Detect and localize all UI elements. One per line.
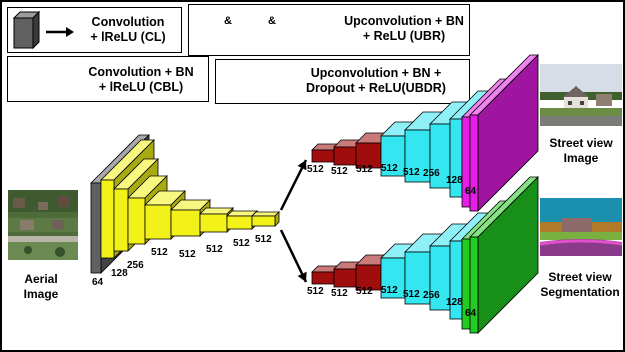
legend-cbl	[7, 56, 209, 102]
segmentation-caption: Street view Segmentation	[540, 270, 620, 299]
arrow-to-top-decoder-icon	[279, 159, 308, 211]
decoder-bottom-block-9	[469, 176, 539, 334]
legend-ubr-label: Upconvolution + BN + ReLU (UBR)	[344, 14, 464, 43]
aerial-caption: Aerial Image	[23, 272, 59, 301]
encoder-block-5	[144, 190, 186, 240]
decoder-bottom-label-8: 64	[465, 308, 477, 319]
segmentation-image	[540, 198, 622, 256]
decoder-bottom-label-2: 512	[331, 288, 348, 299]
decoder-top-label-2: 512	[331, 166, 348, 177]
encoder-block-8	[226, 210, 258, 230]
legend-ubr-amp-2: &	[268, 15, 276, 27]
arrow-to-bottom-decoder-icon	[279, 229, 308, 283]
legend-cl-label: Convolution + lReLU (CL)	[90, 15, 166, 44]
legend-cbl-label: Convolution + BN + lReLU (CBL)	[88, 65, 194, 94]
decoder-bottom-label-6: 256	[423, 290, 440, 301]
decoder-bottom-label-4: 512	[381, 285, 398, 296]
decoder-top-block-9	[469, 54, 539, 212]
aerial-image	[8, 190, 78, 260]
encoder-label-1: 64	[92, 277, 104, 288]
decoder-top-label-5: 512	[403, 167, 420, 178]
decoder-bottom-label-1: 512	[307, 286, 324, 297]
legend-ubr-amp-1: &	[224, 15, 232, 27]
encoder-label-6: 512	[206, 244, 223, 255]
legend-ubdr-label: Upconvolution + BN + Dropout + ReLU(UBDR…	[306, 66, 446, 95]
encoder-label-5: 512	[179, 249, 196, 260]
legend-cl-arrow-icon	[46, 27, 74, 37]
decoder-bottom-label-3: 512	[356, 286, 373, 297]
decoder-top-label-3: 512	[356, 164, 373, 175]
encoder-label-7: 512	[233, 238, 250, 249]
encoder-label-3: 256	[127, 260, 144, 271]
legend-cl-cube-icon	[12, 10, 41, 50]
decoder-top-label-8: 64	[465, 186, 477, 197]
street-view-image	[540, 64, 622, 126]
encoder-block-9	[251, 211, 280, 227]
encoder-label-2: 128	[111, 268, 128, 279]
legend-ubr	[188, 4, 470, 56]
street-view-caption: Street view Image	[549, 136, 613, 165]
decoder-top-label-1: 512	[307, 164, 324, 175]
decoder-bottom-label-5: 512	[403, 289, 420, 300]
legend-ubdr	[215, 59, 470, 104]
decoder-top-label-4: 512	[381, 163, 398, 174]
encoder-label-8: 512	[255, 234, 272, 245]
decoder-top-label-6: 256	[423, 168, 440, 179]
encoder-label-4: 512	[151, 247, 168, 258]
decoder-top-label-7: 128	[446, 175, 463, 186]
decoder-bottom-label-7: 128	[446, 297, 463, 308]
